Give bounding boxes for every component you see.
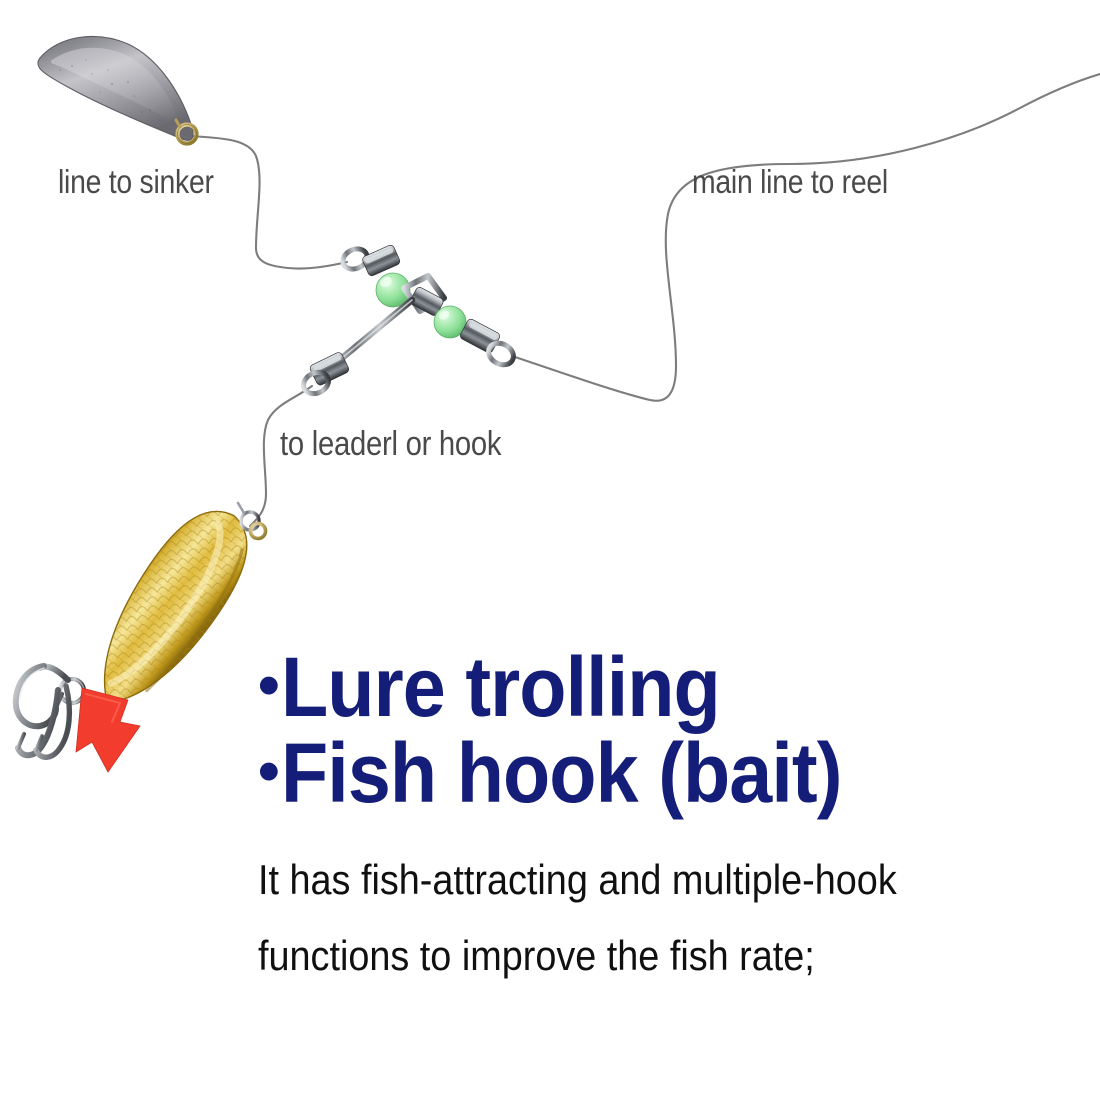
gold-spoon-lure — [103, 510, 248, 704]
treble-hook — [12, 663, 73, 760]
sinker — [37, 35, 199, 146]
promo-bullet-2: • Fish hook (bait) — [258, 726, 842, 820]
label-main-line-to-reel: main line to reel — [692, 163, 888, 200]
three-way-cross-swivel — [326, 273, 447, 372]
swivel-leader — [301, 352, 350, 397]
bead-lower — [433, 305, 467, 339]
label-line-to-sinker: line to sinker — [58, 163, 214, 200]
lure-top-ring — [236, 501, 268, 541]
promo-text-block: • Lure trolling • Fish hook (bait) It ha… — [258, 644, 1088, 994]
leader-line-path — [248, 384, 314, 528]
line-to-sinker-path — [188, 134, 349, 270]
promo-description: It has fish-attracting and multiple-hook… — [258, 842, 1088, 994]
promo-description-line-1: It has fish-attracting and multiple-hook — [258, 856, 897, 903]
promo-bullet-1: • Lure trolling — [258, 640, 721, 734]
main-line-to-reel-path — [510, 72, 1100, 402]
label-to-leader-or-hook: to leaderl or hook — [280, 425, 502, 463]
red-feather-tail — [75, 687, 141, 773]
swivel-right — [460, 318, 516, 368]
swivel-upper-left — [340, 244, 401, 277]
bead-upper — [375, 272, 411, 308]
promo-description-line-2: functions to improve the fish rate; — [258, 932, 815, 979]
promo-bullet-2-label: Fish hook (bait) — [280, 726, 842, 820]
promo-bullet-1-label: Lure trolling — [280, 640, 721, 734]
lure-bottom-ring — [57, 676, 87, 706]
